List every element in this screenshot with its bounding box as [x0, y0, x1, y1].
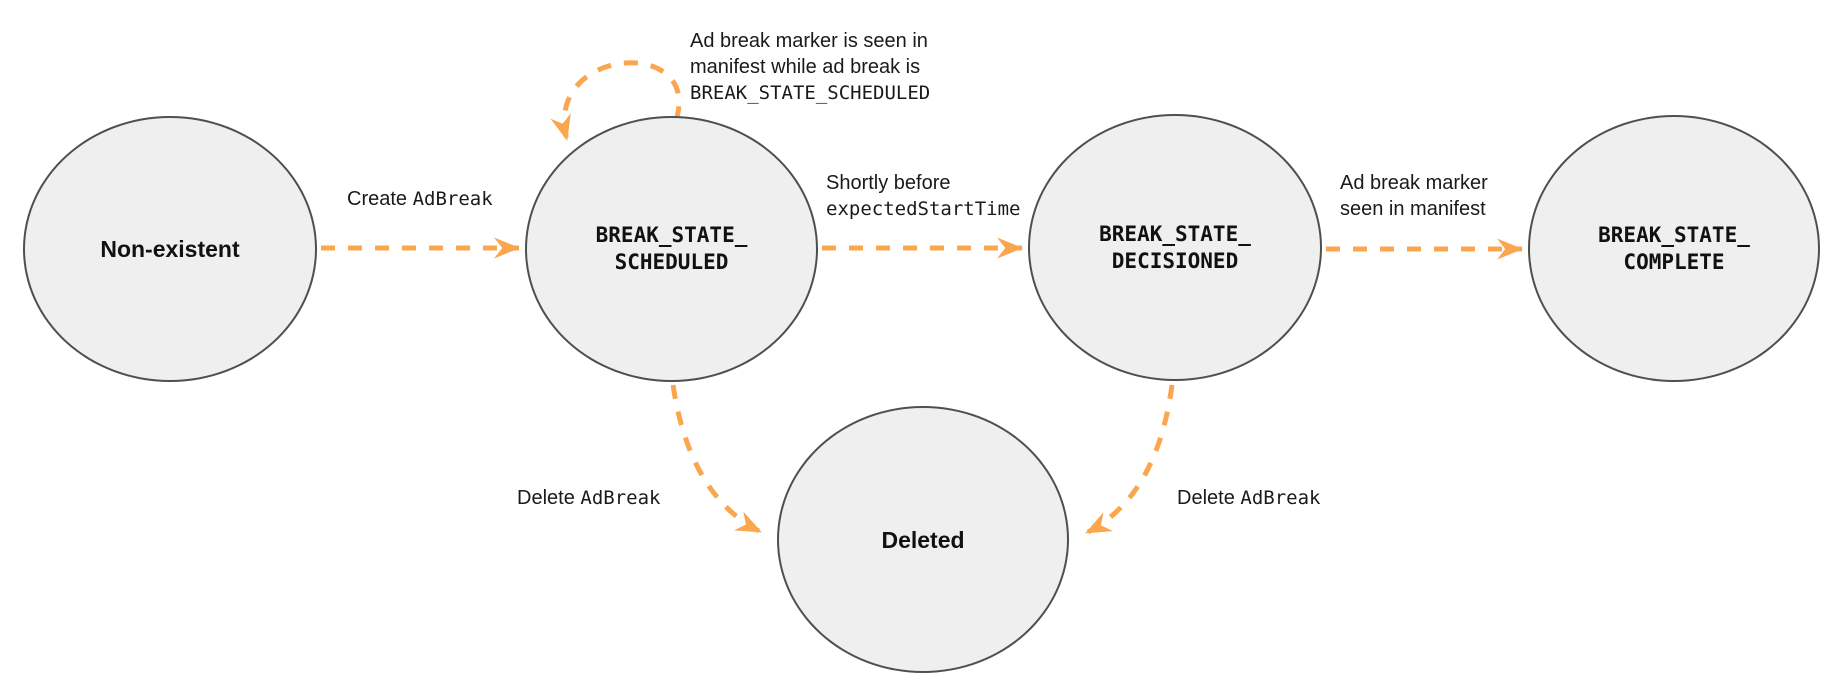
- label-text-sans: Delete: [517, 487, 581, 509]
- label-text-sans: Delete: [1177, 487, 1241, 509]
- label-line2: expectedStartTime: [826, 198, 1021, 220]
- state-break-state-scheduled: BREAK_STATE_ SCHEDULED: [525, 116, 818, 382]
- transition-label-delete-left: Delete AdBreak: [517, 485, 660, 511]
- state-label-line1: BREAK_STATE_: [1099, 221, 1251, 246]
- label-line1: Ad break marker is seen in: [690, 30, 928, 52]
- state-break-state-decisioned: BREAK_STATE_ DECISIONED: [1028, 114, 1322, 381]
- state-label-line1: BREAK_STATE_: [595, 223, 748, 247]
- label-line2: manifest while ad break is: [690, 56, 921, 78]
- state-label-line2: SCHEDULED: [614, 250, 729, 274]
- state-label: Deleted: [881, 526, 965, 553]
- arrow-decisioned-to-deleted: [1084, 384, 1175, 536]
- state-deleted: Deleted: [777, 406, 1069, 673]
- transition-label-create-adbreak: Create AdBreak: [347, 186, 493, 212]
- arrow-scheduled-to-deleted: [670, 384, 763, 535]
- state-non-existent: Non-existent: [23, 116, 317, 382]
- transition-label-marker-seen: Ad break marker seen in manifest: [1340, 170, 1488, 222]
- state-break-state-complete: BREAK_STATE_ COMPLETE: [1528, 115, 1820, 382]
- transition-label-delete-right: Delete AdBreak: [1177, 485, 1320, 511]
- label-text-sans: Create: [347, 188, 413, 210]
- label-line1: Shortly before: [826, 172, 951, 194]
- state-label: Non-existent: [100, 236, 240, 262]
- label-text-mono: AdBreak: [580, 487, 661, 509]
- state-label-line2: DECISIONED: [1111, 248, 1239, 273]
- label-line1: Ad break marker: [1340, 172, 1488, 194]
- transition-label-shortly-before: Shortly before expectedStartTime: [826, 170, 1020, 222]
- state-label-line2: COMPLETE: [1623, 249, 1725, 274]
- label-line2: seen in manifest: [1340, 198, 1486, 220]
- transition-label-self-loop: Ad break marker is seen in manifest whil…: [690, 28, 930, 106]
- label-text-mono: AdBreak: [412, 188, 493, 210]
- state-label-line1: BREAK_STATE_: [1598, 222, 1750, 247]
- label-text-mono: AdBreak: [1240, 487, 1321, 509]
- label-line3: BREAK_STATE_SCHEDULED: [690, 82, 931, 104]
